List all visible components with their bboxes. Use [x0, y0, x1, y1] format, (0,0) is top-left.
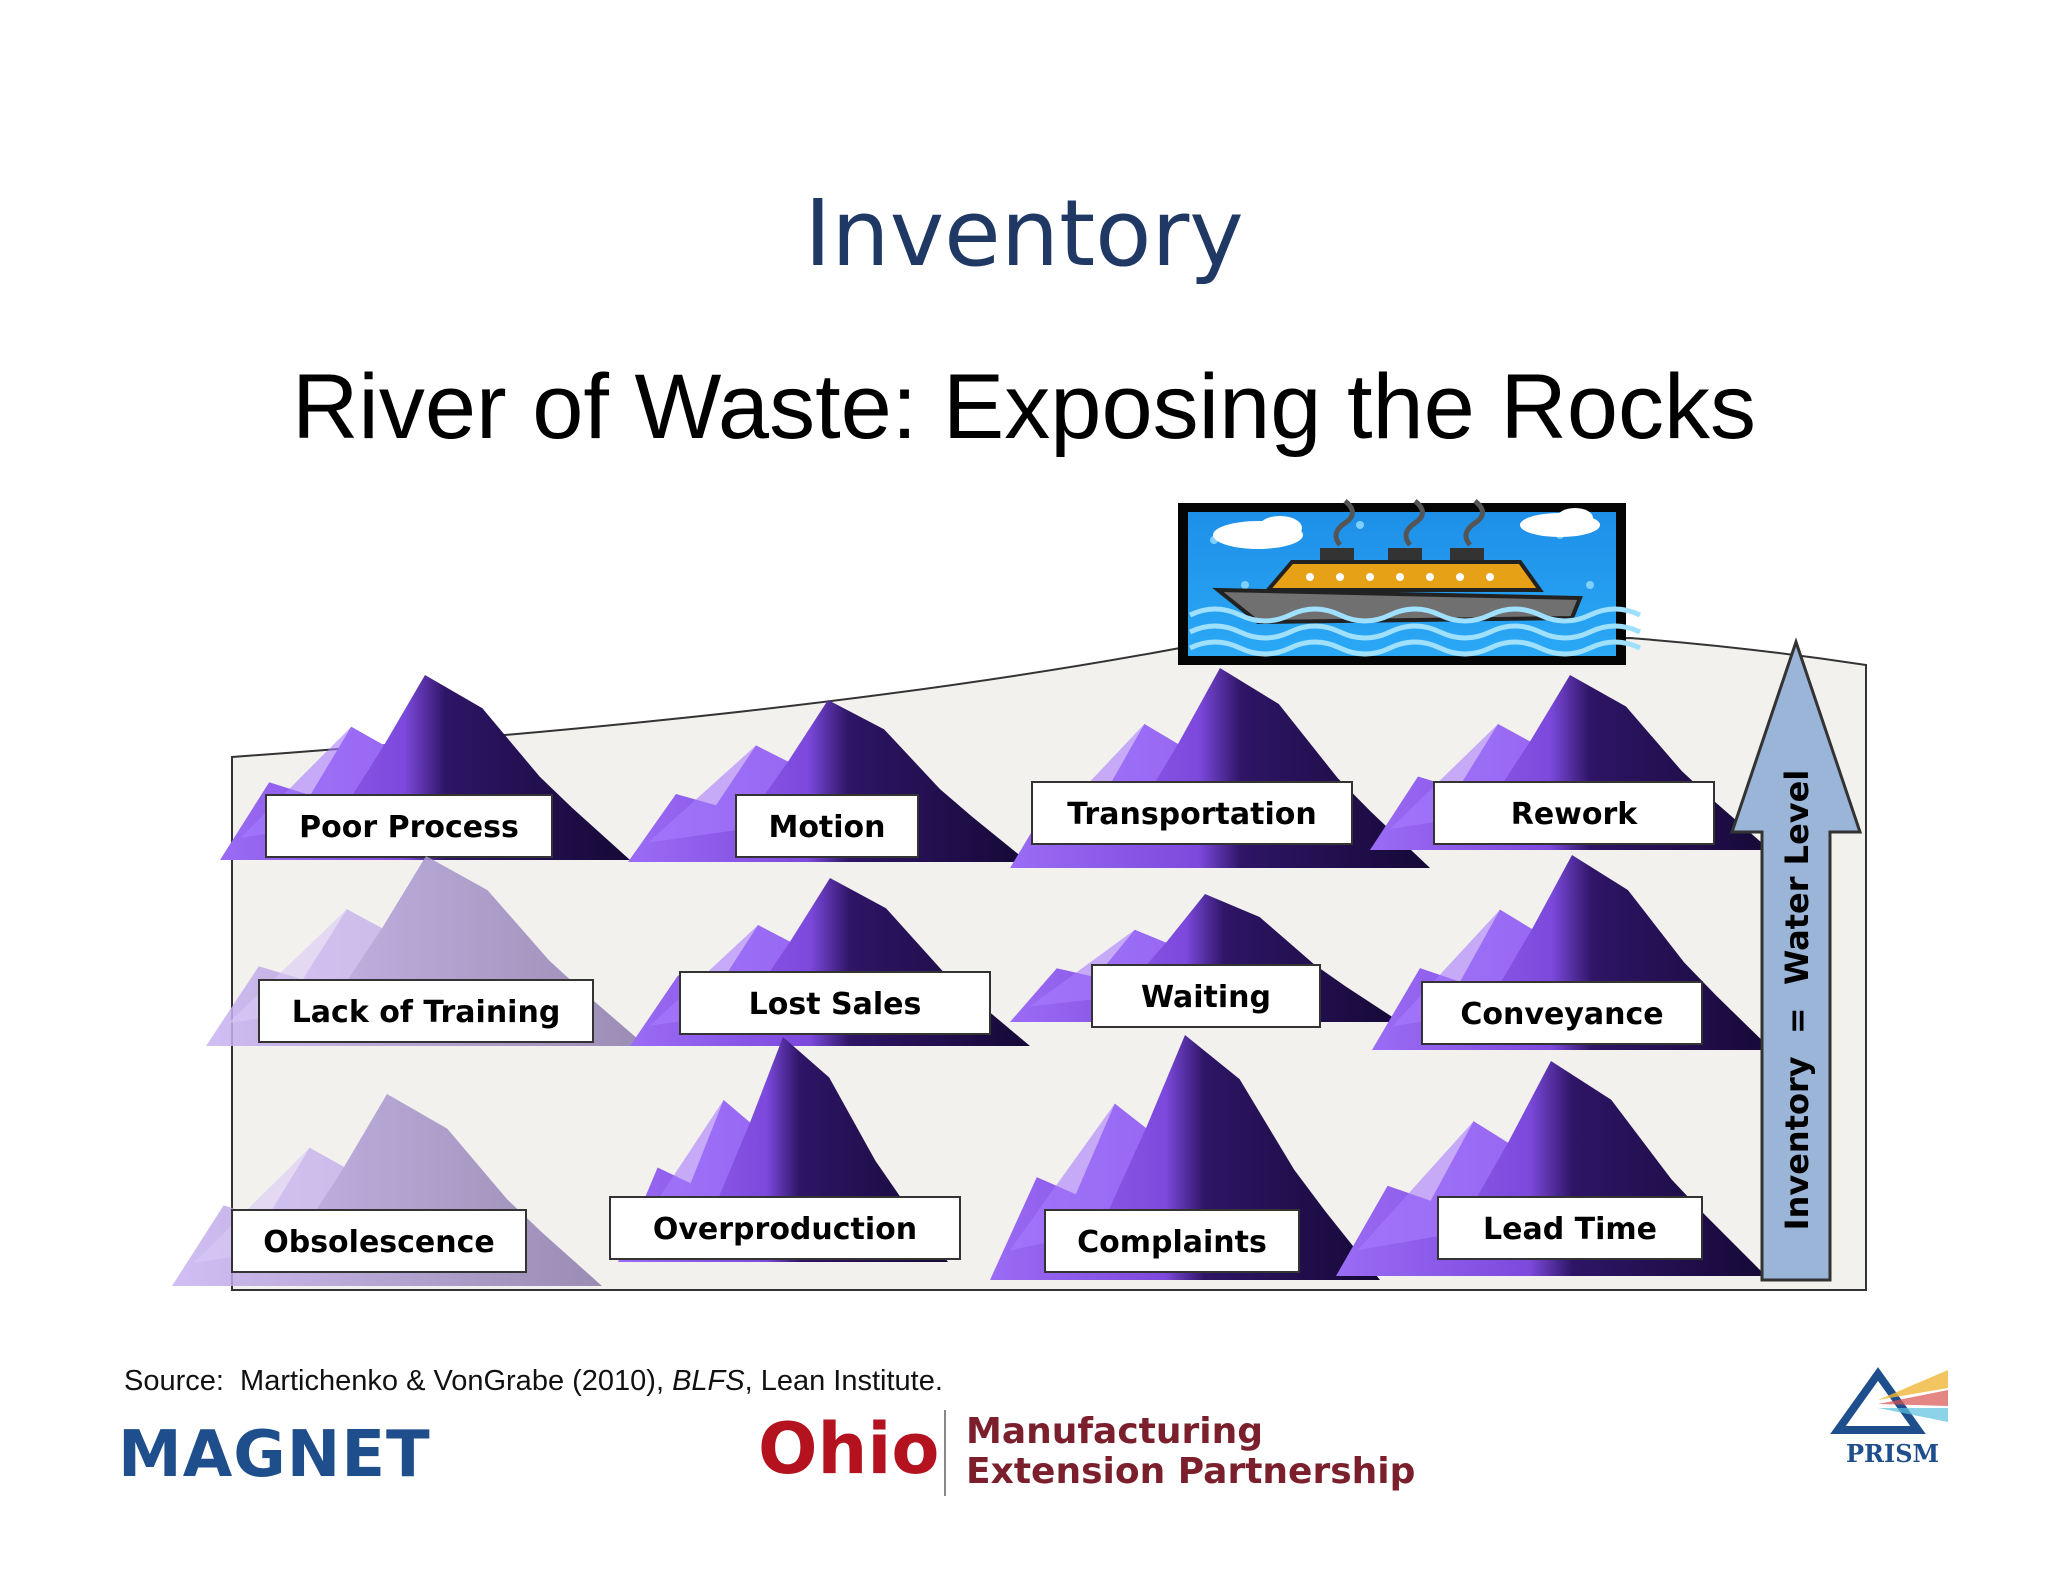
- water-level-arrow-label: Inventory = Water Level: [1778, 770, 1816, 1231]
- prism-wordmark: PRISM: [1846, 1439, 1940, 1468]
- rock-label: Waiting: [1141, 980, 1271, 1015]
- prism-logo: PRISM: [1818, 1360, 1958, 1480]
- rock-label: Complaints: [1077, 1225, 1267, 1260]
- rock-label-box: [265, 794, 553, 858]
- rock-label: Transportation: [1067, 797, 1316, 832]
- rocks-layer: Poor Process Motion Transportation ReworkLa…: [172, 668, 1772, 1286]
- mep-logo: Manufacturing Extension Partnership: [966, 1412, 1415, 1492]
- rock-label: Conveyance: [1460, 997, 1663, 1032]
- rock-label-box: [609, 1196, 961, 1260]
- rock-label-box: [735, 794, 919, 858]
- rock-label: Rework: [1511, 797, 1639, 832]
- mep-divider: [944, 1410, 946, 1496]
- rock-label: Lost Sales: [749, 987, 922, 1022]
- rock-transportation: Transportation: [1010, 668, 1430, 868]
- rock-complaints: Complaints: [990, 1035, 1380, 1280]
- prism-triangle-icon: [1830, 1367, 1948, 1434]
- rock-lost-sales: Lost Sales: [630, 878, 1030, 1046]
- source-citation: Source: Martichenko & VonGrabe (2010), B…: [124, 1365, 943, 1398]
- rock-label: Motion: [768, 810, 885, 845]
- rock-conveyance: Conveyance: [1372, 855, 1772, 1050]
- rock-label: Lack of Training: [292, 995, 561, 1030]
- ship-picture: [1178, 499, 1642, 665]
- rock-label: Poor Process: [299, 810, 519, 845]
- rock-label-box: [679, 971, 991, 1035]
- rock-motion: Motion: [628, 700, 1028, 862]
- rock-label-box: [1031, 781, 1353, 845]
- rock-obsolescence: Obsolescence: [172, 1094, 602, 1286]
- rock-lack-of-training: Lack of Training: [206, 856, 646, 1046]
- source-title: BLFS: [672, 1365, 745, 1397]
- magnet-logo: MAGNET: [118, 1418, 431, 1492]
- source-text: Source: Martichenko & VonGrabe (2010),: [124, 1365, 673, 1397]
- rock-label: Obsolescence: [263, 1225, 495, 1260]
- rock-overproduction: Overproduction: [609, 1037, 961, 1262]
- slide-subtitle: River of Waste: Exposing the Rocks: [291, 356, 1757, 458]
- ohio-logo: Ohio: [758, 1408, 940, 1490]
- rock-waiting: Waiting: [1010, 894, 1400, 1028]
- rock-label: Lead Time: [1483, 1212, 1657, 1247]
- rock-poor-process: Poor Process: [220, 675, 630, 860]
- rock-label: Overproduction: [653, 1212, 917, 1247]
- rock-facet: [1390, 724, 1530, 829]
- rock-rework: Rework: [1370, 675, 1770, 850]
- rock-facet: [648, 745, 788, 843]
- rock-label-box: [1433, 781, 1715, 845]
- rock-facet: [1357, 1121, 1508, 1251]
- rock-facet: [1009, 1103, 1146, 1251]
- source-publisher: , Lean Institute.: [744, 1365, 943, 1397]
- rock-label-box: [258, 979, 594, 1043]
- slide-title: Inventory: [804, 180, 1244, 287]
- rock-label-box: [1044, 1209, 1300, 1273]
- rock-label-box: [1091, 964, 1321, 1028]
- rock-label-box: [231, 1209, 527, 1273]
- water-level-arrow: Inventory = Water Level: [1729, 637, 1863, 1282]
- mep-line-2: Extension Partnership: [966, 1451, 1416, 1492]
- rock-lead-time: Lead Time: [1336, 1061, 1766, 1276]
- rock-label-box: [1421, 981, 1703, 1045]
- mep-line-1: Manufacturing: [966, 1411, 1263, 1452]
- rock-label-box: [1437, 1196, 1703, 1260]
